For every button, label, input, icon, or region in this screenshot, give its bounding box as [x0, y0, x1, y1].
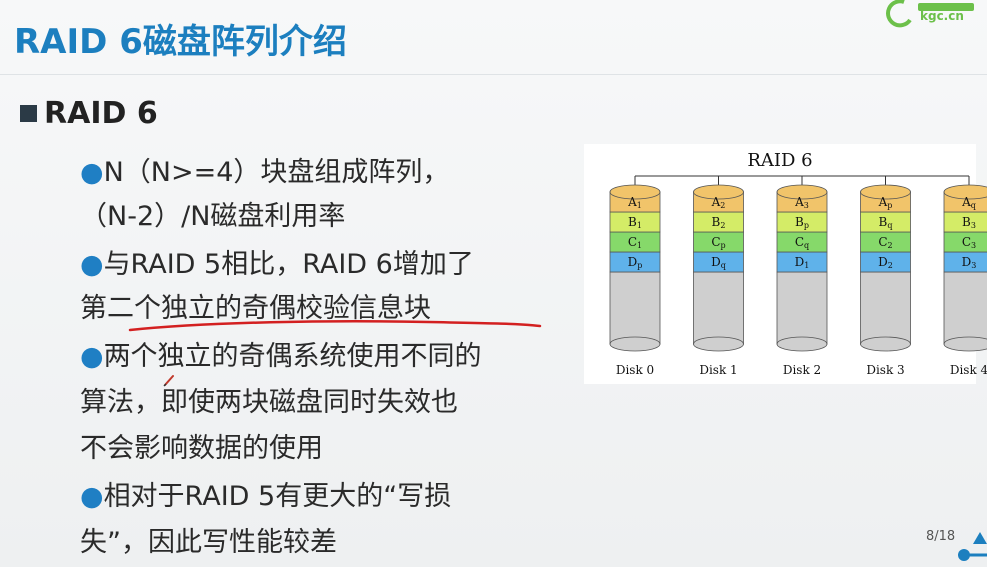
bullet-line-1: ●N（N>=4）块盘组成阵列，: [80, 156, 449, 190]
disk-top: [943, 184, 987, 200]
bullet-dot-icon: ●: [80, 341, 104, 372]
disk-label: Disk 0: [616, 363, 654, 377]
disk-bottom: [609, 336, 661, 352]
page-indicator: 8/18: [926, 529, 956, 544]
disk-bottom: [860, 336, 911, 352]
disk-body: [943, 271, 987, 345]
disk-bottom: [776, 336, 828, 352]
disk-top: [693, 184, 744, 200]
bullet-text: 第二个独立的奇偶校验信息块: [80, 293, 431, 324]
logo-icon: [886, 0, 974, 28]
bullet-line-3: ●与RAID 5相比，RAID 6增加了: [80, 248, 474, 282]
bullet-dot-icon: ●: [80, 249, 104, 280]
bullet-text: 与RAID 5相比，RAID 6增加了: [103, 249, 474, 280]
disk-body: [776, 271, 828, 345]
section-bullet-icon: [20, 105, 37, 122]
disk-body: [693, 271, 744, 345]
bullet-text: （N-2）/N磁盘利用率: [80, 201, 346, 232]
bullet-text: 两个独立的奇偶系统使用不同的: [103, 341, 482, 372]
title-divider: [0, 74, 987, 75]
bullet-line-7: 不会影响数据的使用: [80, 432, 323, 466]
bullet-dot-icon: ●: [80, 157, 104, 188]
disk-bottom: [693, 336, 744, 352]
disk-body: [860, 271, 911, 345]
disk-top: [776, 184, 828, 200]
bullet-text: 相对于RAID 5有更大的“写损: [103, 481, 452, 512]
bullet-line-5: ●两个独立的奇偶系统使用不同的: [80, 340, 482, 374]
disk-label: Disk 4: [950, 363, 987, 377]
bullet-line-6: 算法，即使两块磁盘同时失效也: [80, 386, 458, 420]
bullet-line-8: ●相对于RAID 5有更大的“写损: [80, 480, 451, 514]
slide-title: RAID 6磁盘阵列介绍: [14, 22, 347, 62]
disk-bottom: [943, 336, 987, 352]
bullet-text: N（N>=4）块盘组成阵列，: [103, 157, 450, 188]
section-title: RAID 6: [44, 96, 158, 131]
bullet-line-2: （N-2）/N磁盘利用率: [80, 200, 345, 234]
diagram-connectors: [634, 175, 970, 185]
logo-text: kgc.cn: [920, 9, 964, 23]
handwritten-underline: [128, 320, 542, 332]
disk-label: Disk 2: [783, 363, 821, 377]
bullet-line-9: 失”，因此写性能较差: [80, 526, 337, 560]
disk-label: Disk 1: [699, 363, 737, 377]
disk-label: Disk 3: [866, 363, 904, 377]
slide-progress-icon[interactable]: [950, 530, 987, 567]
bullet-text: 算法，即使两块磁盘同时失效也: [80, 387, 458, 418]
bullet-line-4: 第二个独立的奇偶校验信息块: [80, 292, 431, 326]
bullet-dot-icon: ●: [80, 481, 104, 512]
pen-cursor-icon: [163, 375, 174, 387]
bullet-text: 不会影响数据的使用: [80, 433, 323, 464]
disk-top: [609, 184, 661, 200]
diagram-title: RAID 6: [747, 150, 812, 171]
disk-body: [609, 271, 661, 345]
bullet-text: 失”，因此写性能较差: [80, 527, 337, 558]
disk-top: [860, 184, 911, 200]
